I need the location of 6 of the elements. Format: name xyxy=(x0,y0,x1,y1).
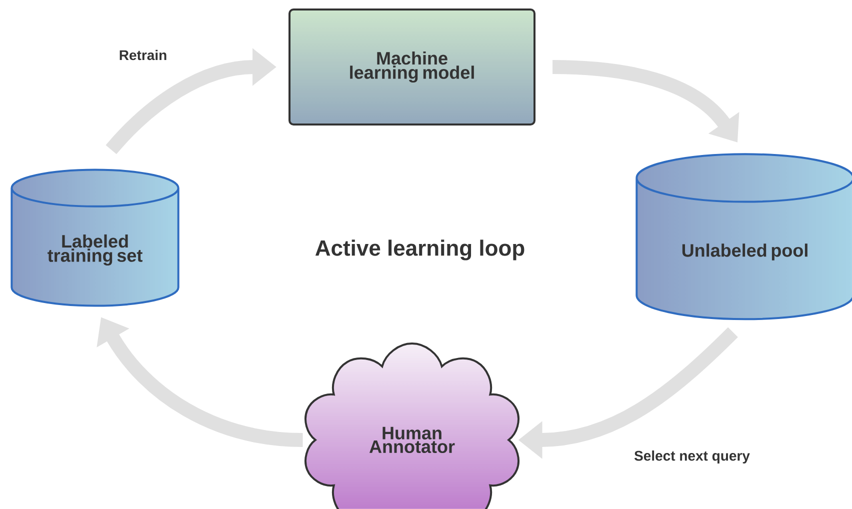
model-box: Machine learning model xyxy=(288,8,536,126)
edge-label: Select next query xyxy=(634,450,750,464)
title: Active learning loop xyxy=(315,240,524,260)
database-cylinder: Labeled training set xyxy=(10,168,180,307)
database-cylinder: Unlabeled pool xyxy=(636,153,852,320)
edge-label: Retrain xyxy=(120,50,166,60)
